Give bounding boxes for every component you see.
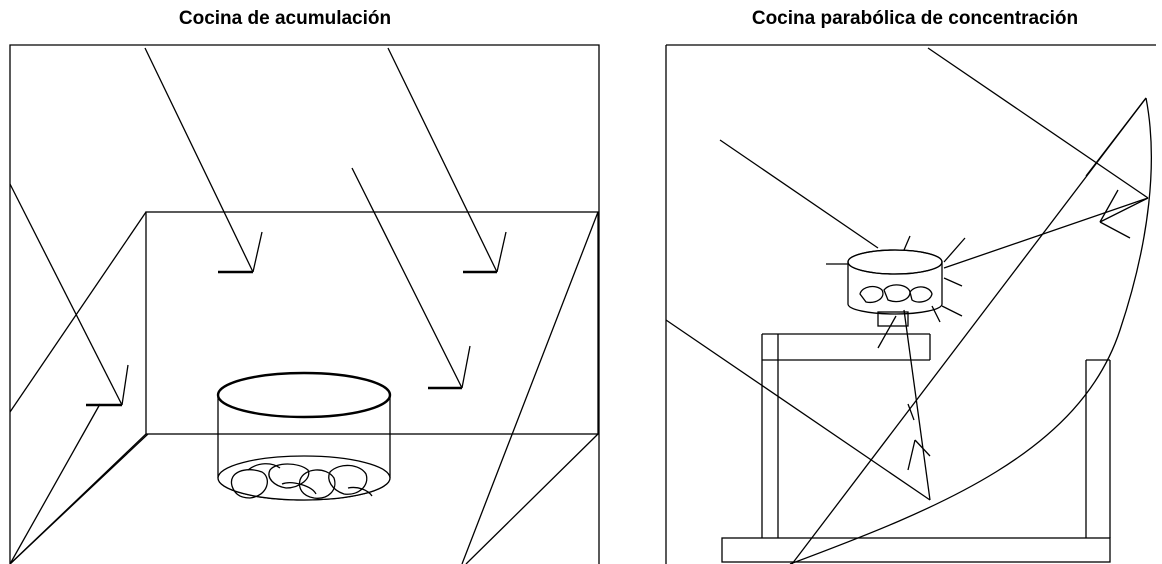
parabolic-cooker-panel bbox=[665, 44, 1156, 564]
right-wall-upper-edge bbox=[461, 211, 599, 564]
sun-ray-1 bbox=[9, 183, 129, 407]
reflection-line-1 bbox=[9, 433, 149, 564]
focus-cooking-pot bbox=[826, 235, 966, 349]
sun-ray-3 bbox=[387, 47, 507, 274]
food-contents bbox=[230, 463, 373, 499]
cooking-pot bbox=[216, 371, 392, 501]
focus-food-contents bbox=[859, 284, 933, 304]
reflected-rays bbox=[791, 97, 1149, 564]
sun-ray-2 bbox=[144, 47, 263, 274]
left-outer-frame bbox=[9, 44, 600, 564]
right-panel-title: Cocina parabólica de concentración bbox=[751, 8, 1079, 29]
sun-ray-4 bbox=[351, 167, 471, 390]
parabolic-dish bbox=[789, 97, 1152, 564]
incoming-rays bbox=[665, 47, 1149, 501]
accumulation-cooker-panel bbox=[9, 44, 600, 564]
left-wall-upper-edge bbox=[9, 211, 147, 413]
left-panel-title: Cocina de acumulación bbox=[178, 8, 392, 29]
base-plank bbox=[721, 537, 1111, 563]
right-wall-lower-edge bbox=[465, 433, 599, 564]
reflection-line-2 bbox=[9, 403, 101, 564]
support-stand bbox=[761, 333, 1111, 538]
back-wall bbox=[145, 211, 599, 435]
